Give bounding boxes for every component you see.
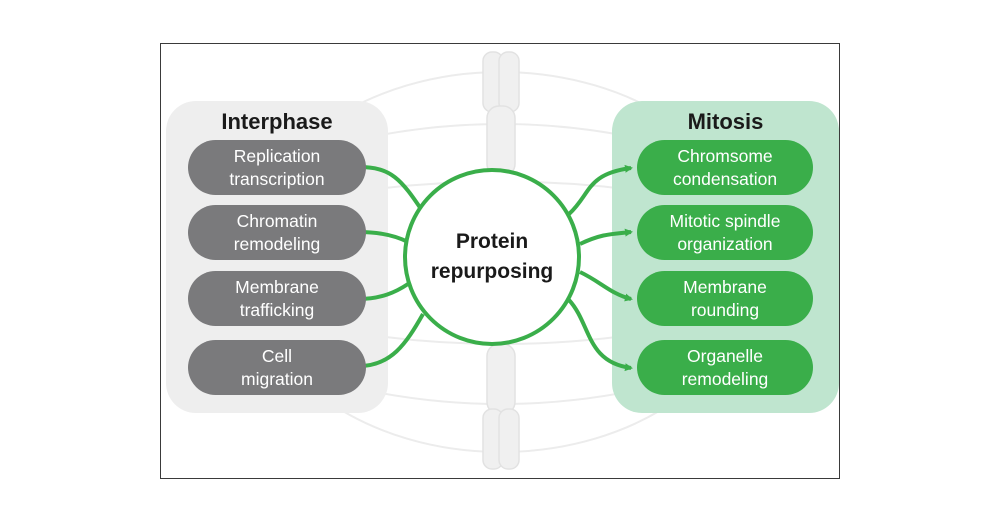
chromosome-shapes — [482, 51, 520, 470]
interphase-item-replication: Replication transcription — [188, 140, 366, 195]
arrow-chromosome — [567, 164, 633, 216]
mitosis-title: Mitosis — [687, 109, 764, 134]
mitosis-item-condensation: Chromsome condensation — [637, 140, 813, 195]
interphase-item-chromatin: Chromatin remodeling — [188, 205, 366, 260]
protein-repurposing-circle: Protein repurposing — [403, 168, 581, 346]
connector-membrane-trafficking — [358, 282, 410, 301]
arrow-rounding — [579, 270, 633, 302]
mitosis-item-rounding: Membrane rounding — [637, 271, 813, 326]
interphase-item-membrane: Membrane trafficking — [188, 271, 366, 326]
connector-chromatin — [358, 230, 409, 244]
mitosis-item-organelle: Organelle remodeling — [637, 340, 813, 395]
interphase-item-migration: Cell migration — [188, 340, 366, 395]
arrow-spindle — [579, 228, 633, 246]
arrow-organelle — [567, 298, 633, 372]
mitosis-item-spindle: Mitotic spindle organization — [637, 205, 813, 260]
diagram-frame: Interphase Mitosis Replication transcrip… — [160, 43, 840, 479]
interphase-title: Interphase — [221, 109, 333, 134]
connector-replication — [358, 165, 425, 214]
connector-cell-migration — [358, 313, 425, 368]
